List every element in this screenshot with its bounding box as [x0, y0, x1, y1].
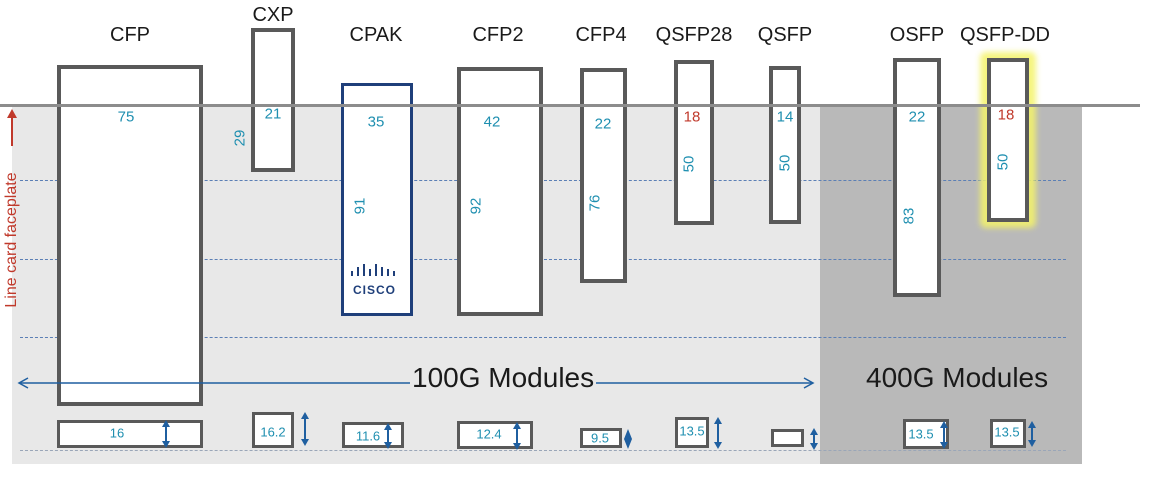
module-osfp	[893, 58, 941, 297]
width-qsfp28: 13.5	[679, 423, 705, 439]
grid-line	[20, 259, 1066, 260]
height-arrow-icon	[714, 417, 722, 449]
footprint-cfp2	[457, 421, 533, 449]
header-cxp: CXP	[252, 4, 294, 26]
value-qsfp28-depth: 50	[680, 155, 698, 173]
value-cfp2-depth: 92	[467, 197, 485, 215]
footprint-cxp	[252, 412, 294, 448]
value-qsfp-protrusion: 14	[776, 108, 794, 126]
height-arrow-icon	[384, 423, 392, 449]
height-arrow-icon	[162, 420, 170, 448]
up-arrow-icon	[7, 109, 17, 146]
header-cpak: CPAK	[349, 24, 403, 46]
cisco-logo-bars-icon	[351, 264, 395, 276]
grid-line	[20, 180, 1066, 181]
width-cxp: 16.2	[260, 424, 286, 440]
value-cpak-depth: 91	[351, 197, 369, 215]
header-osfp: OSFP	[889, 24, 945, 46]
width-cpak: 11.6	[355, 428, 381, 444]
value-cpak-protrusion: 35	[367, 113, 385, 131]
value-qsfp28-protrusion: 18	[683, 108, 701, 126]
header-qsfp: QSFP	[757, 24, 813, 46]
value-cfp4-protrusion: 22	[594, 115, 612, 133]
value-osfp-depth: 83	[900, 207, 918, 225]
value-cxp-depth: 29	[231, 129, 249, 147]
value-qsfpdd-protrusion: 18	[997, 106, 1015, 124]
faceplate-line-overlay	[0, 104, 1140, 107]
footprint-cpak	[342, 422, 404, 448]
module-qsfpdd	[987, 58, 1029, 222]
height-arrow-icon	[301, 412, 309, 446]
value-cfp-protrusion: 75	[117, 108, 135, 126]
footprint-qsfp28	[675, 417, 709, 448]
value-cxp-protrusion: 21	[264, 105, 282, 123]
module-cxp	[251, 28, 295, 172]
module-qsfp	[769, 66, 801, 224]
value-qsfp-depth: 50	[776, 154, 794, 172]
width-cfp: 16	[109, 425, 125, 441]
width-qsfpdd: 13.5	[994, 424, 1020, 440]
width-cfp2: 12.4	[476, 426, 502, 442]
module-qsfp28	[674, 60, 714, 225]
footprint-qsfpdd	[990, 419, 1026, 448]
label-400g-modules: 400G Modules	[866, 362, 1049, 393]
header-qsfpdd: QSFP-DD	[960, 24, 1050, 46]
header-cfp2: CFP2	[472, 24, 524, 46]
module-cpak	[341, 83, 413, 316]
module-cfp2	[457, 67, 543, 316]
module-cfp	[57, 65, 203, 406]
header-cfp: CFP	[110, 24, 150, 46]
height-arrow-icon	[624, 429, 632, 449]
label-100g-modules: 100G Modules	[410, 362, 597, 394]
footprint-qsfp	[771, 429, 804, 447]
height-arrow-icon	[513, 422, 521, 450]
width-cfp4: 9.5	[590, 430, 610, 446]
footprint-cfp	[57, 420, 203, 448]
cisco-logo-text: CISCO	[353, 283, 397, 297]
header-qsfp28: QSFP28	[655, 24, 733, 46]
header-cfp4: CFP4	[575, 24, 627, 46]
value-cfp2-protrusion: 42	[483, 113, 501, 131]
height-arrow-icon	[940, 421, 948, 449]
line-card-faceplate-label: Line card faceplate	[3, 172, 20, 308]
module-cfp4	[580, 68, 627, 283]
value-qsfpdd-depth: 50	[994, 153, 1012, 171]
height-arrow-icon	[1028, 421, 1036, 447]
width-osfp: 13.5	[908, 426, 934, 442]
grid-line	[20, 337, 1066, 338]
region-400g	[820, 106, 1082, 464]
height-arrow-icon	[810, 428, 818, 450]
footprint-cfp4	[580, 428, 622, 448]
value-cfp4-depth: 76	[586, 194, 604, 212]
value-osfp-protrusion: 22	[908, 108, 926, 126]
grid-line	[20, 450, 1066, 451]
